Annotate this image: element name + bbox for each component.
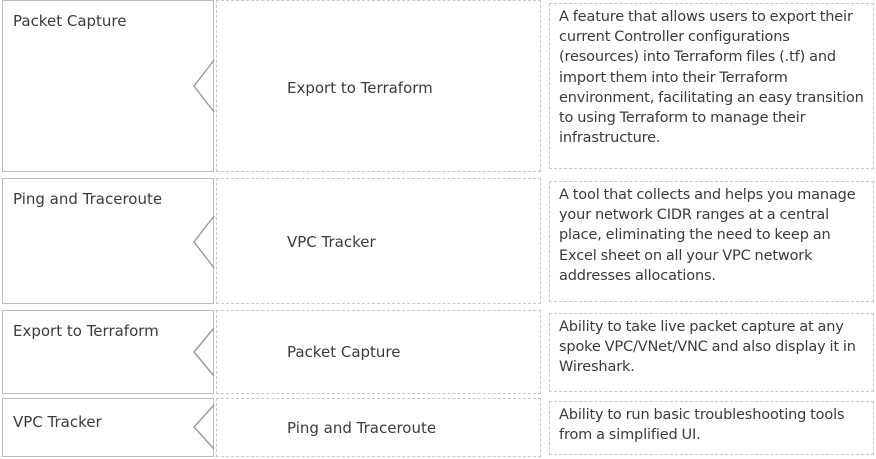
match-row: VPC Tracker Ping and Traceroute Ability … [0, 398, 876, 457]
drop-target-box[interactable]: VPC Tracker [216, 178, 541, 304]
drag-option-box[interactable]: VPC Tracker [2, 398, 214, 457]
drop-target-box[interactable]: Packet Capture [216, 310, 541, 394]
description-text: A feature that allows users to export th… [559, 9, 864, 147]
option-label: Packet Capture [13, 12, 127, 30]
description-text: A tool that collects and helps you manag… [559, 187, 856, 284]
description-box: Ability to run basic troubleshooting too… [549, 401, 874, 455]
drag-option-box[interactable]: Packet Capture [2, 0, 214, 172]
match-row: Export to Terraform Packet Capture Abili… [0, 310, 876, 394]
drag-option-box[interactable]: Ping and Traceroute [2, 178, 214, 304]
drag-option-box[interactable]: Export to Terraform [2, 310, 214, 394]
description-text: Ability to take live packet capture at a… [559, 319, 856, 376]
drop-target-box[interactable]: Export to Terraform [216, 0, 541, 172]
match-row: Packet Capture Export to Terraform A fea… [0, 0, 876, 172]
target-label: Packet Capture [287, 343, 401, 361]
description-box: A tool that collects and helps you manag… [549, 181, 874, 302]
target-label: Ping and Traceroute [287, 419, 437, 437]
description-text: Ability to run basic troubleshooting too… [559, 407, 845, 444]
match-row: Ping and Traceroute VPC Tracker A tool t… [0, 178, 876, 304]
target-label: VPC Tracker [287, 233, 376, 251]
option-label: VPC Tracker [13, 413, 102, 431]
description-box: A feature that allows users to export th… [549, 3, 874, 169]
drop-target-box[interactable]: Ping and Traceroute [216, 398, 541, 457]
option-label: Ping and Traceroute [13, 190, 163, 208]
description-box: Ability to take live packet capture at a… [549, 313, 874, 392]
target-label: Export to Terraform [287, 79, 433, 97]
option-label: Export to Terraform [13, 322, 159, 340]
